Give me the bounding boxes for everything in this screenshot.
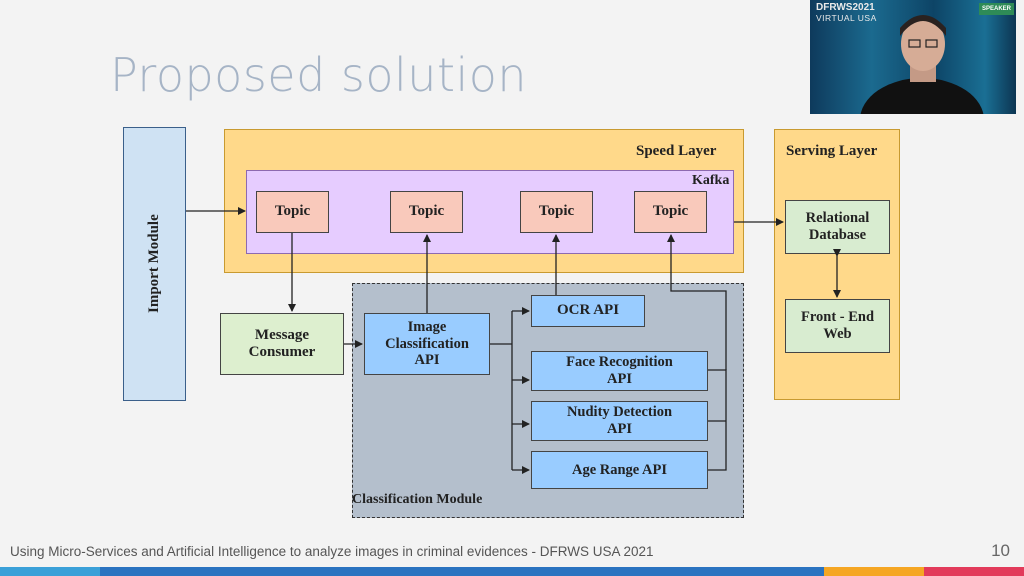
- nudity-detection-api-box: Nudity Detection API: [531, 401, 708, 441]
- speaker-badge: SPEAKER: [978, 3, 1014, 15]
- arrow-apis-to-topic: [667, 234, 727, 370]
- image-classification-api-box: Image Classification API: [364, 313, 490, 375]
- speed-layer-label: Speed Layer: [636, 143, 717, 159]
- webcam-brand: DFRWS2021 VIRTUAL USA: [816, 2, 877, 24]
- topic-box: Topic: [256, 191, 329, 233]
- face-recognition-api-box: Face Recognition API: [531, 351, 708, 391]
- slide-title: Proposed solution: [110, 48, 528, 102]
- topic-box: Topic: [520, 191, 593, 233]
- footer-bar-segment: [100, 567, 824, 576]
- speaker-silhouette: [860, 15, 984, 114]
- relational-database-box: Relational Database: [785, 200, 890, 254]
- footer-bar-segment: [0, 567, 100, 576]
- slide-footer: Using Micro-Services and Artificial Inte…: [10, 544, 654, 559]
- import-module-box: Import Module: [123, 127, 186, 401]
- page-number: 10: [991, 541, 1010, 560]
- footer-bar-segment: [824, 567, 924, 576]
- front-end-web-box: Front - End Web: [785, 299, 890, 353]
- topic-box: Topic: [634, 191, 707, 233]
- connector-apis-return: [708, 369, 727, 471]
- speaker-webcam: DFRWS2021 VIRTUAL USA SPEAKER: [810, 0, 1016, 114]
- topic-box: Topic: [390, 191, 463, 233]
- serving-layer-label: Serving Layer: [786, 143, 878, 159]
- ocr-api-box: OCR API: [531, 295, 645, 327]
- footer-bar-segment: [924, 567, 1024, 576]
- kafka-label: Kafka: [692, 173, 730, 188]
- age-range-api-box: Age Range API: [531, 451, 708, 489]
- message-consumer-box: Message Consumer: [220, 313, 344, 375]
- classification-module-label: Classification Module: [352, 492, 483, 507]
